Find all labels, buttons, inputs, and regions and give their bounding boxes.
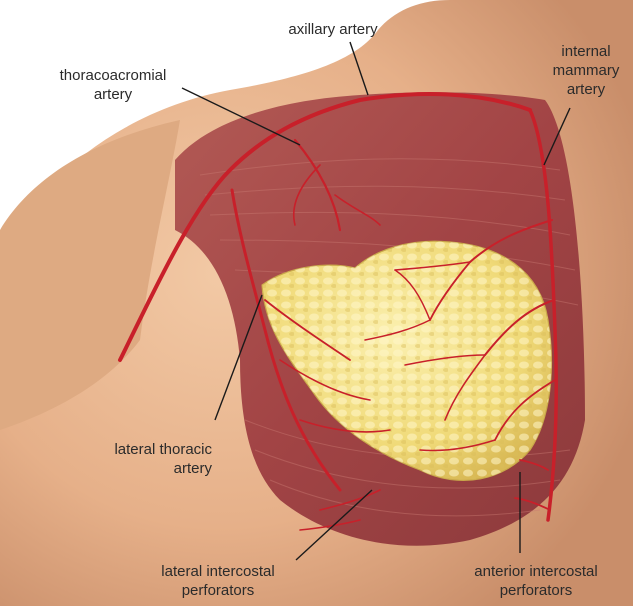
label-thoracoacromial-artery: thoracoacromial artery: [28, 66, 198, 104]
label-anterior-intercostal-line1: anterior intercostal: [446, 562, 626, 581]
label-internal-line3: artery: [540, 80, 632, 99]
label-internal-line1: internal: [540, 42, 632, 61]
label-anterior-intercostal-line2: perforators: [446, 581, 626, 600]
label-lateral-intercostal-perforators: lateral intercostal perforators: [128, 562, 308, 600]
label-internal-mammary-artery: internal mammary artery: [540, 42, 632, 99]
label-axillary-line1: axillary artery: [268, 20, 398, 39]
label-internal-line2: mammary: [540, 61, 632, 80]
label-lateral-thoracic-line1: lateral thoracic: [60, 440, 212, 459]
label-lateral-intercostal-line2: perforators: [128, 581, 308, 600]
label-thoracoacromial-line2: artery: [28, 85, 198, 104]
label-axillary-artery: axillary artery: [268, 20, 398, 39]
label-lateral-intercostal-line1: lateral intercostal: [128, 562, 308, 581]
label-lateral-thoracic-artery: lateral thoracic artery: [60, 440, 212, 478]
label-thoracoacromial-line1: thoracoacromial: [28, 66, 198, 85]
label-anterior-intercostal-perforators: anterior intercostal perforators: [446, 562, 626, 600]
label-lateral-thoracic-line2: artery: [60, 459, 212, 478]
